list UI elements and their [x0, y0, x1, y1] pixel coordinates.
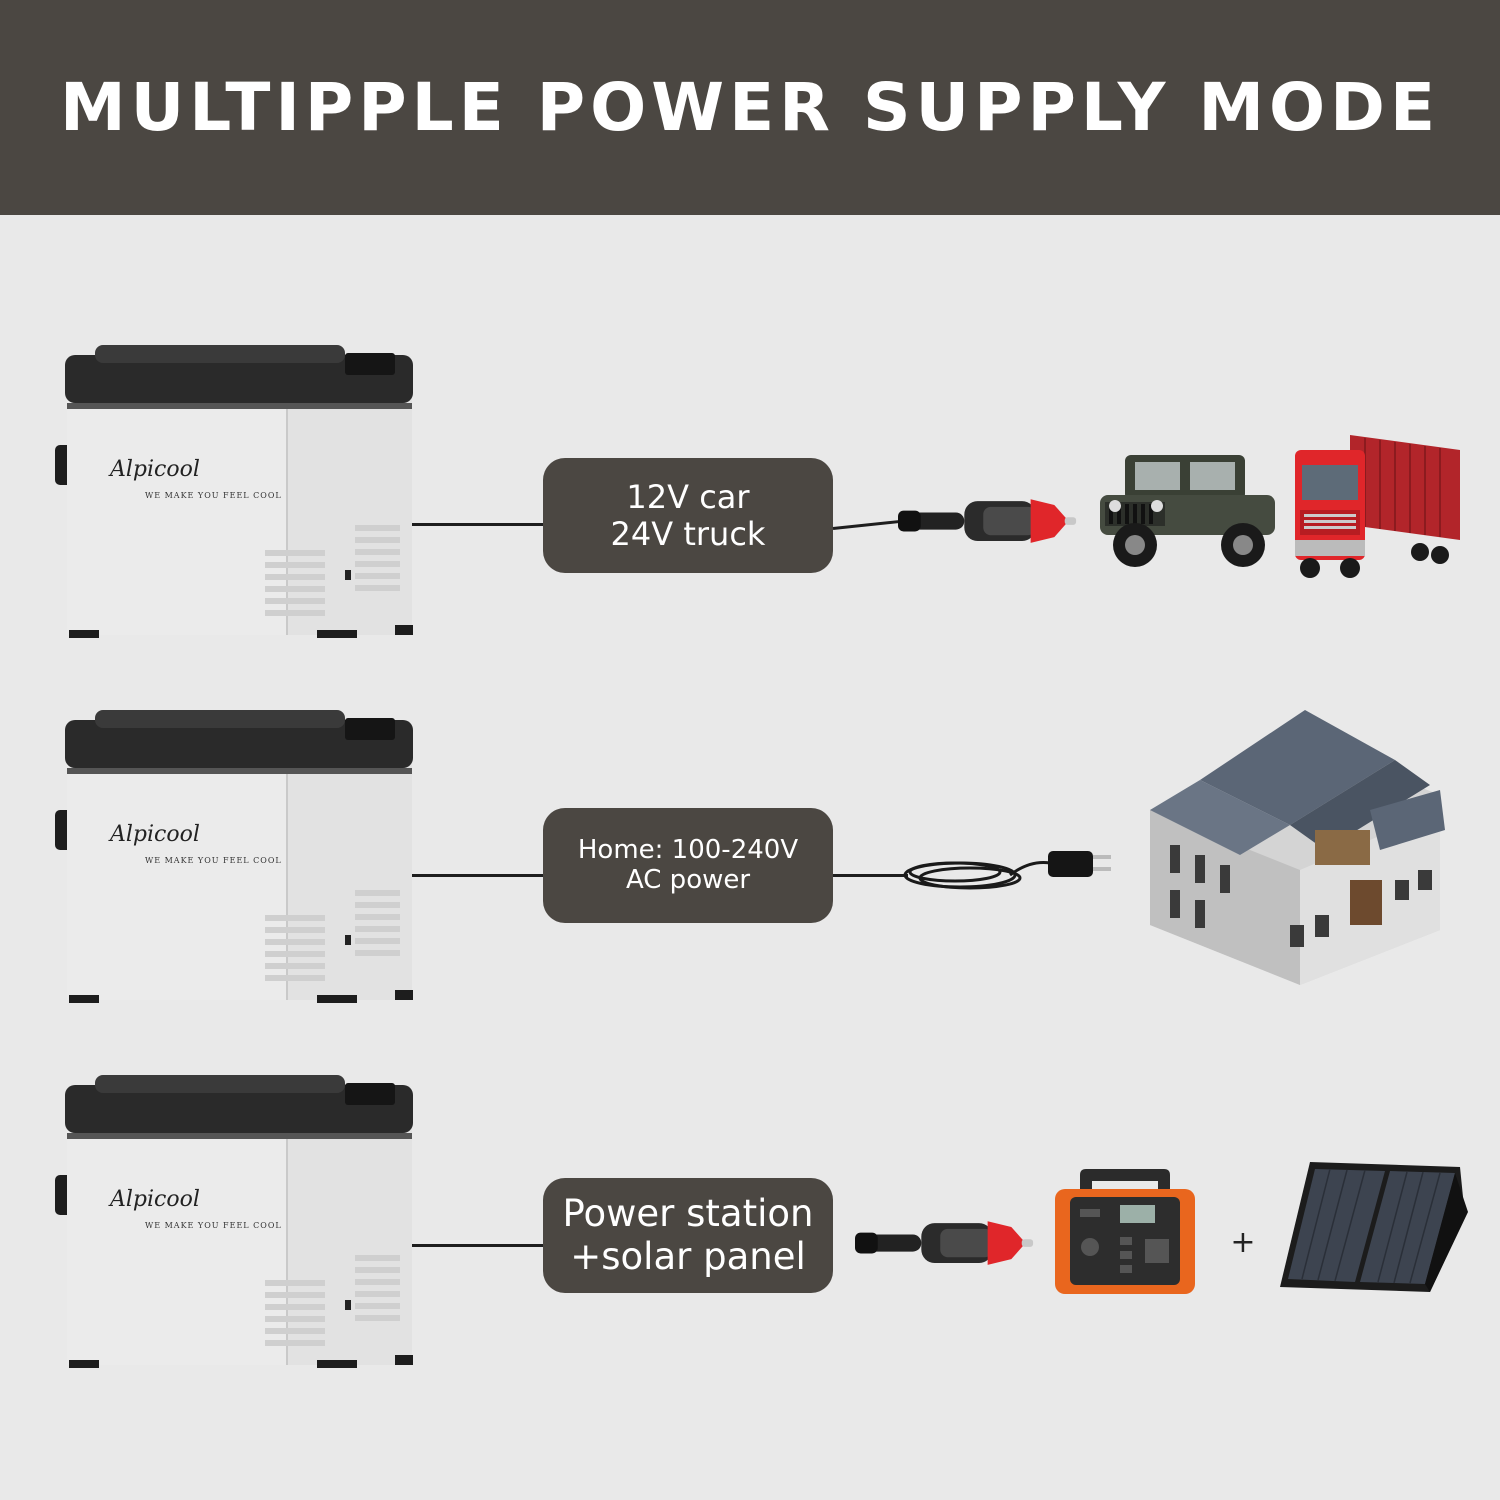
car-plug-icon — [898, 499, 1077, 543]
mode-label-home: Home: 100-240V AC power — [543, 808, 833, 923]
fridge-slogan-label: WE MAKE YOU FEEL COOL — [145, 491, 282, 500]
mode-label-line-1: Home: 100-240V — [577, 834, 799, 865]
page-title: MULTIPPLE POWER SUPPLY MODE — [59, 69, 1441, 146]
cable-line — [412, 523, 544, 526]
fridge-brand-label: Alpicool — [110, 457, 200, 482]
mode-row-power-station: Alpicool WE MAKE YOU FEEL COOL Power sta… — [0, 1075, 1500, 1395]
mode-label-car: 12V car 24V truck — [543, 458, 833, 573]
fridge-brand-label: Alpicool — [110, 822, 200, 847]
ac-plug-icon — [903, 851, 1111, 890]
mode-label-power-station: Power station +solar panel — [543, 1178, 833, 1293]
cable-line — [412, 1244, 544, 1247]
cable-line — [412, 874, 544, 877]
cable-line — [832, 519, 903, 530]
fridge-slogan-label: WE MAKE YOU FEEL COOL — [145, 856, 282, 865]
fridge-slogan-label: WE MAKE YOU FEEL COOL — [145, 1221, 282, 1230]
jeep-icon — [1100, 455, 1275, 567]
car-plug-icon — [855, 1221, 1034, 1265]
truck-icon — [1295, 435, 1460, 578]
fridge-brand-label: Alpicool — [110, 1187, 200, 1212]
plus-sign: + — [1230, 1225, 1256, 1260]
cable-line — [833, 874, 908, 877]
mode-label-line-2: AC power — [625, 864, 751, 895]
mode-label-line-2: +solar panel — [570, 1234, 806, 1278]
mode-label-line-2: 24V truck — [610, 514, 766, 553]
power-station-icon — [1055, 1169, 1195, 1294]
mode-label-line-1: 12V car — [626, 477, 750, 516]
solar-panel-icon — [1280, 1162, 1468, 1292]
header-banner — [0, 0, 1500, 215]
house-icon — [1150, 710, 1445, 985]
mode-row-car: Alpicool WE MAKE YOU FEEL COOL 12V car 2… — [0, 345, 1500, 665]
mode-label-line-1: Power station — [562, 1191, 814, 1235]
mode-row-home: Alpicool WE MAKE YOU FEEL COOL Home: 100… — [0, 710, 1500, 1030]
